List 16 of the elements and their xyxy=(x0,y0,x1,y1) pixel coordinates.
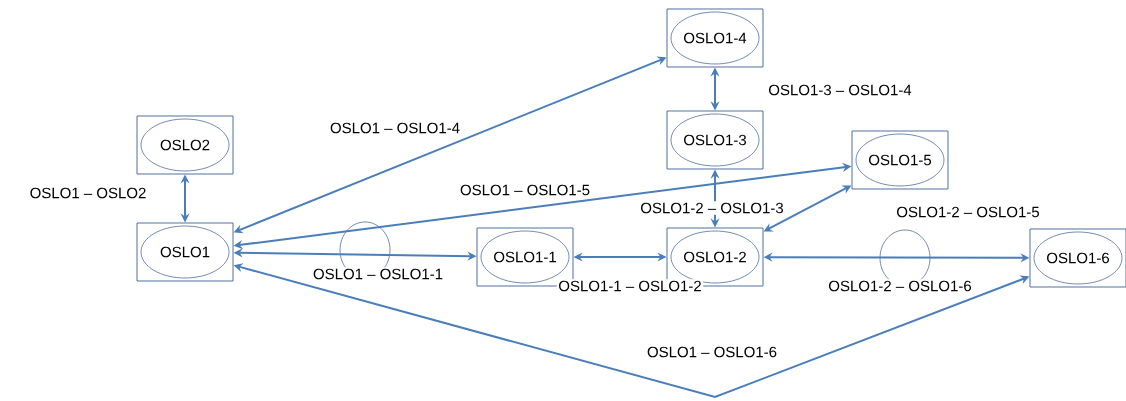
node-box: OSLO1-6 xyxy=(1029,228,1126,288)
node-box: OSLO1 xyxy=(136,222,234,282)
node-box: OSLO1-5 xyxy=(851,130,949,190)
node-box: OSLO1-4 xyxy=(666,8,764,68)
edge-label: OSLO1 – OSLO1-1 xyxy=(311,267,445,281)
node-box: OSLO2 xyxy=(136,115,234,175)
edge-label: OSLO1 – OSLO2 xyxy=(28,186,148,200)
edge-label: OSLO1 – OSLO1-5 xyxy=(458,183,592,197)
edge-label: OSLO1 – OSLO1-6 xyxy=(645,345,779,359)
edge-label: OSLO1-2 – OSLO1-6 xyxy=(826,279,974,293)
edge-label: OSLO1-2 – OSLO1-5 xyxy=(894,205,1042,219)
edge-label: OSLO1-1 – OSLO1-2 xyxy=(556,279,704,293)
node-box: OSLO1-3 xyxy=(666,110,764,170)
edge-label: OSLO1 – OSLO1-4 xyxy=(328,121,462,135)
edge-label: OSLO1-2 – OSLO1-3 xyxy=(638,201,786,215)
edge-label: OSLO1-3 – OSLO1-4 xyxy=(766,83,914,97)
